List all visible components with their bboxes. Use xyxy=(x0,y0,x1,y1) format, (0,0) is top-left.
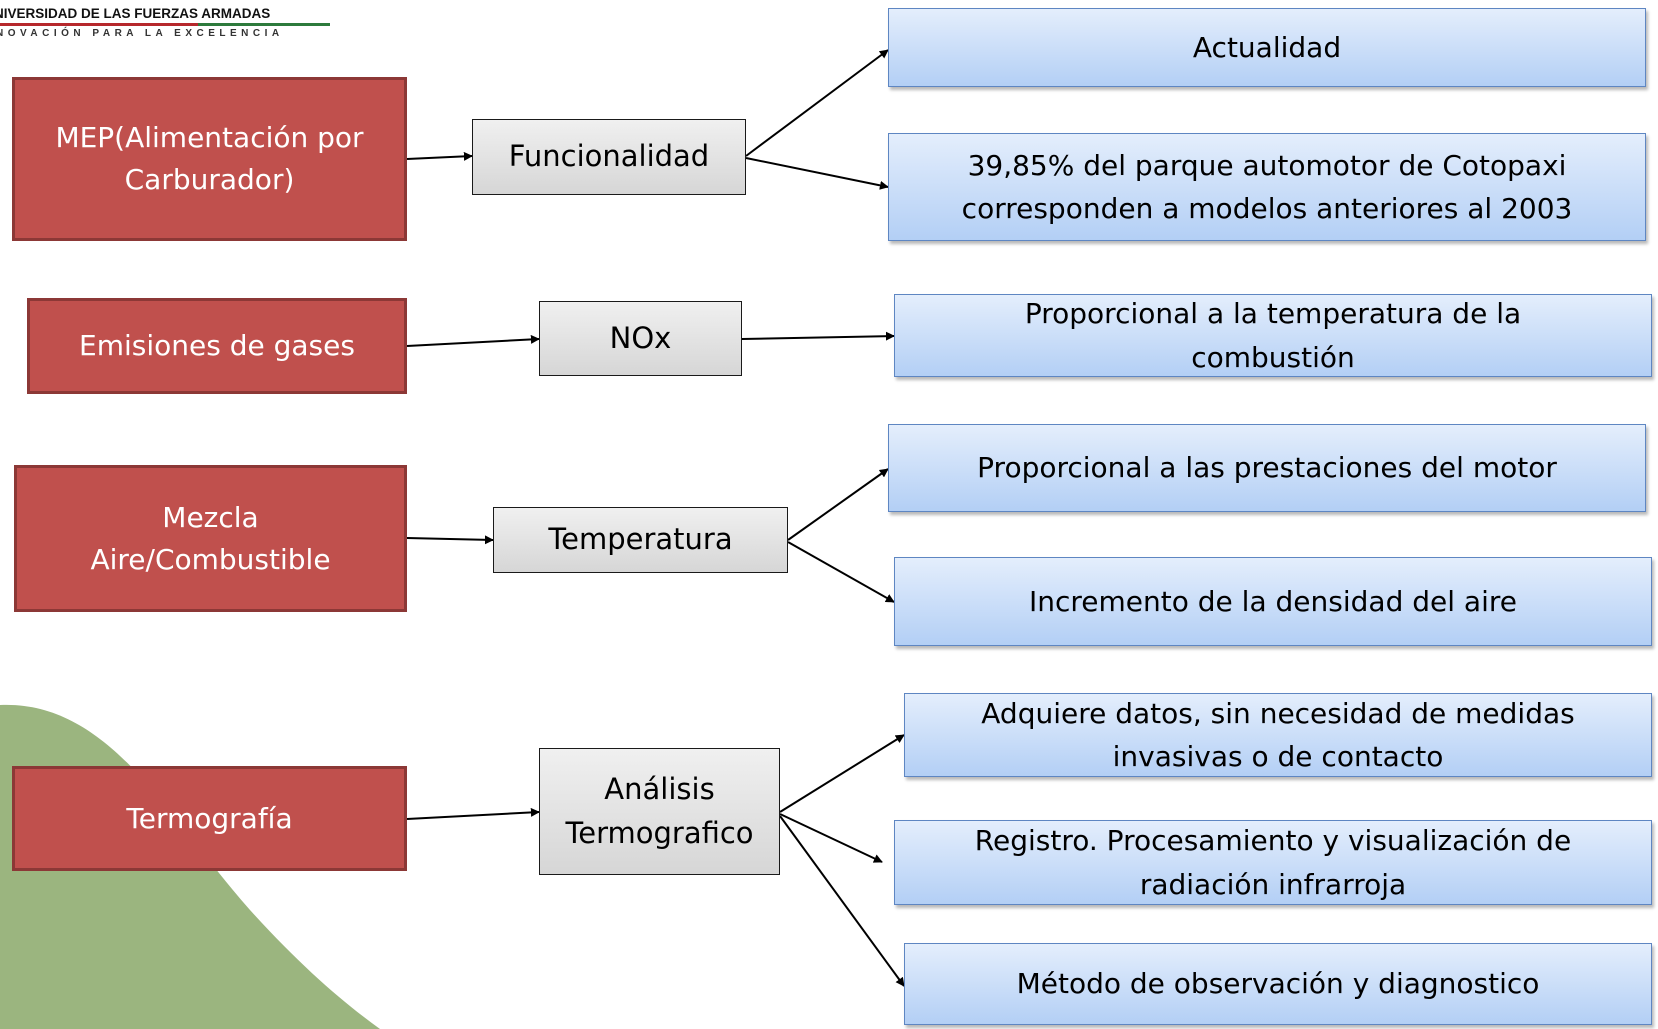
detail-metodo-observacion: Método de observación y diagnostico xyxy=(904,943,1652,1025)
logo-slogan: NOVACIÓN PARA LA EXCELENCIA xyxy=(0,28,284,39)
arrow-temperatura-to-prestaciones xyxy=(787,468,889,541)
arrow-nox-to-proporcional-temp xyxy=(741,331,895,341)
detail-adquiere-datos: Adquiere datos, sin necesidad de medidas… xyxy=(904,693,1652,777)
source-termografia: Termografía xyxy=(12,766,407,871)
arrow-funcionalidad-to-parque xyxy=(745,157,889,190)
source-emisiones: Emisiones de gases xyxy=(27,298,407,394)
university-logo: NIVERSIDAD DE LAS FUERZAS ARMADAS NOVACI… xyxy=(0,6,330,39)
topic-funcionalidad: Funcionalidad xyxy=(472,119,746,195)
logo-university-name: NIVERSIDAD DE LAS FUERZAS ARMADAS xyxy=(0,6,271,21)
topic-temperatura: Temperatura xyxy=(493,507,788,573)
arrow-analisis-to-metodo xyxy=(779,815,905,987)
source-mep: MEP(Alimentación por Carburador) xyxy=(12,77,407,241)
detail-registro-radiacion: Registro. Procesamiento y visualización … xyxy=(894,820,1652,905)
arrow-analisis-to-adquiere xyxy=(779,734,905,813)
arrow-mep-to-funcionalidad xyxy=(406,151,473,161)
logo-color-bar xyxy=(0,23,330,26)
topic-nox: NOx xyxy=(539,301,742,376)
arrow-termografia-to-analisis xyxy=(406,807,540,820)
detail-densidad-aire: Incremento de la densidad del aire xyxy=(894,557,1652,646)
detail-actualidad: Actualidad xyxy=(888,8,1646,87)
arrow-funcionalidad-to-actualidad xyxy=(745,49,889,157)
arrow-emisiones-to-nox xyxy=(406,334,540,347)
arrow-analisis-to-registro xyxy=(779,813,883,863)
arrow-temperatura-to-densidad xyxy=(787,541,895,603)
detail-prestaciones-motor: Proporcional a las prestaciones del moto… xyxy=(888,424,1646,512)
detail-proporcional-temperatura: Proporcional a la temperatura de la comb… xyxy=(894,294,1652,377)
source-mezcla: Mezcla Aire/Combustible xyxy=(14,465,407,612)
topic-analisis-termografico: Análisis Termografico xyxy=(539,748,780,875)
detail-parque-automotor: 39,85% del parque automotor de Cotopaxi … xyxy=(888,133,1646,241)
arrow-mezcla-to-temperatura xyxy=(406,535,494,545)
